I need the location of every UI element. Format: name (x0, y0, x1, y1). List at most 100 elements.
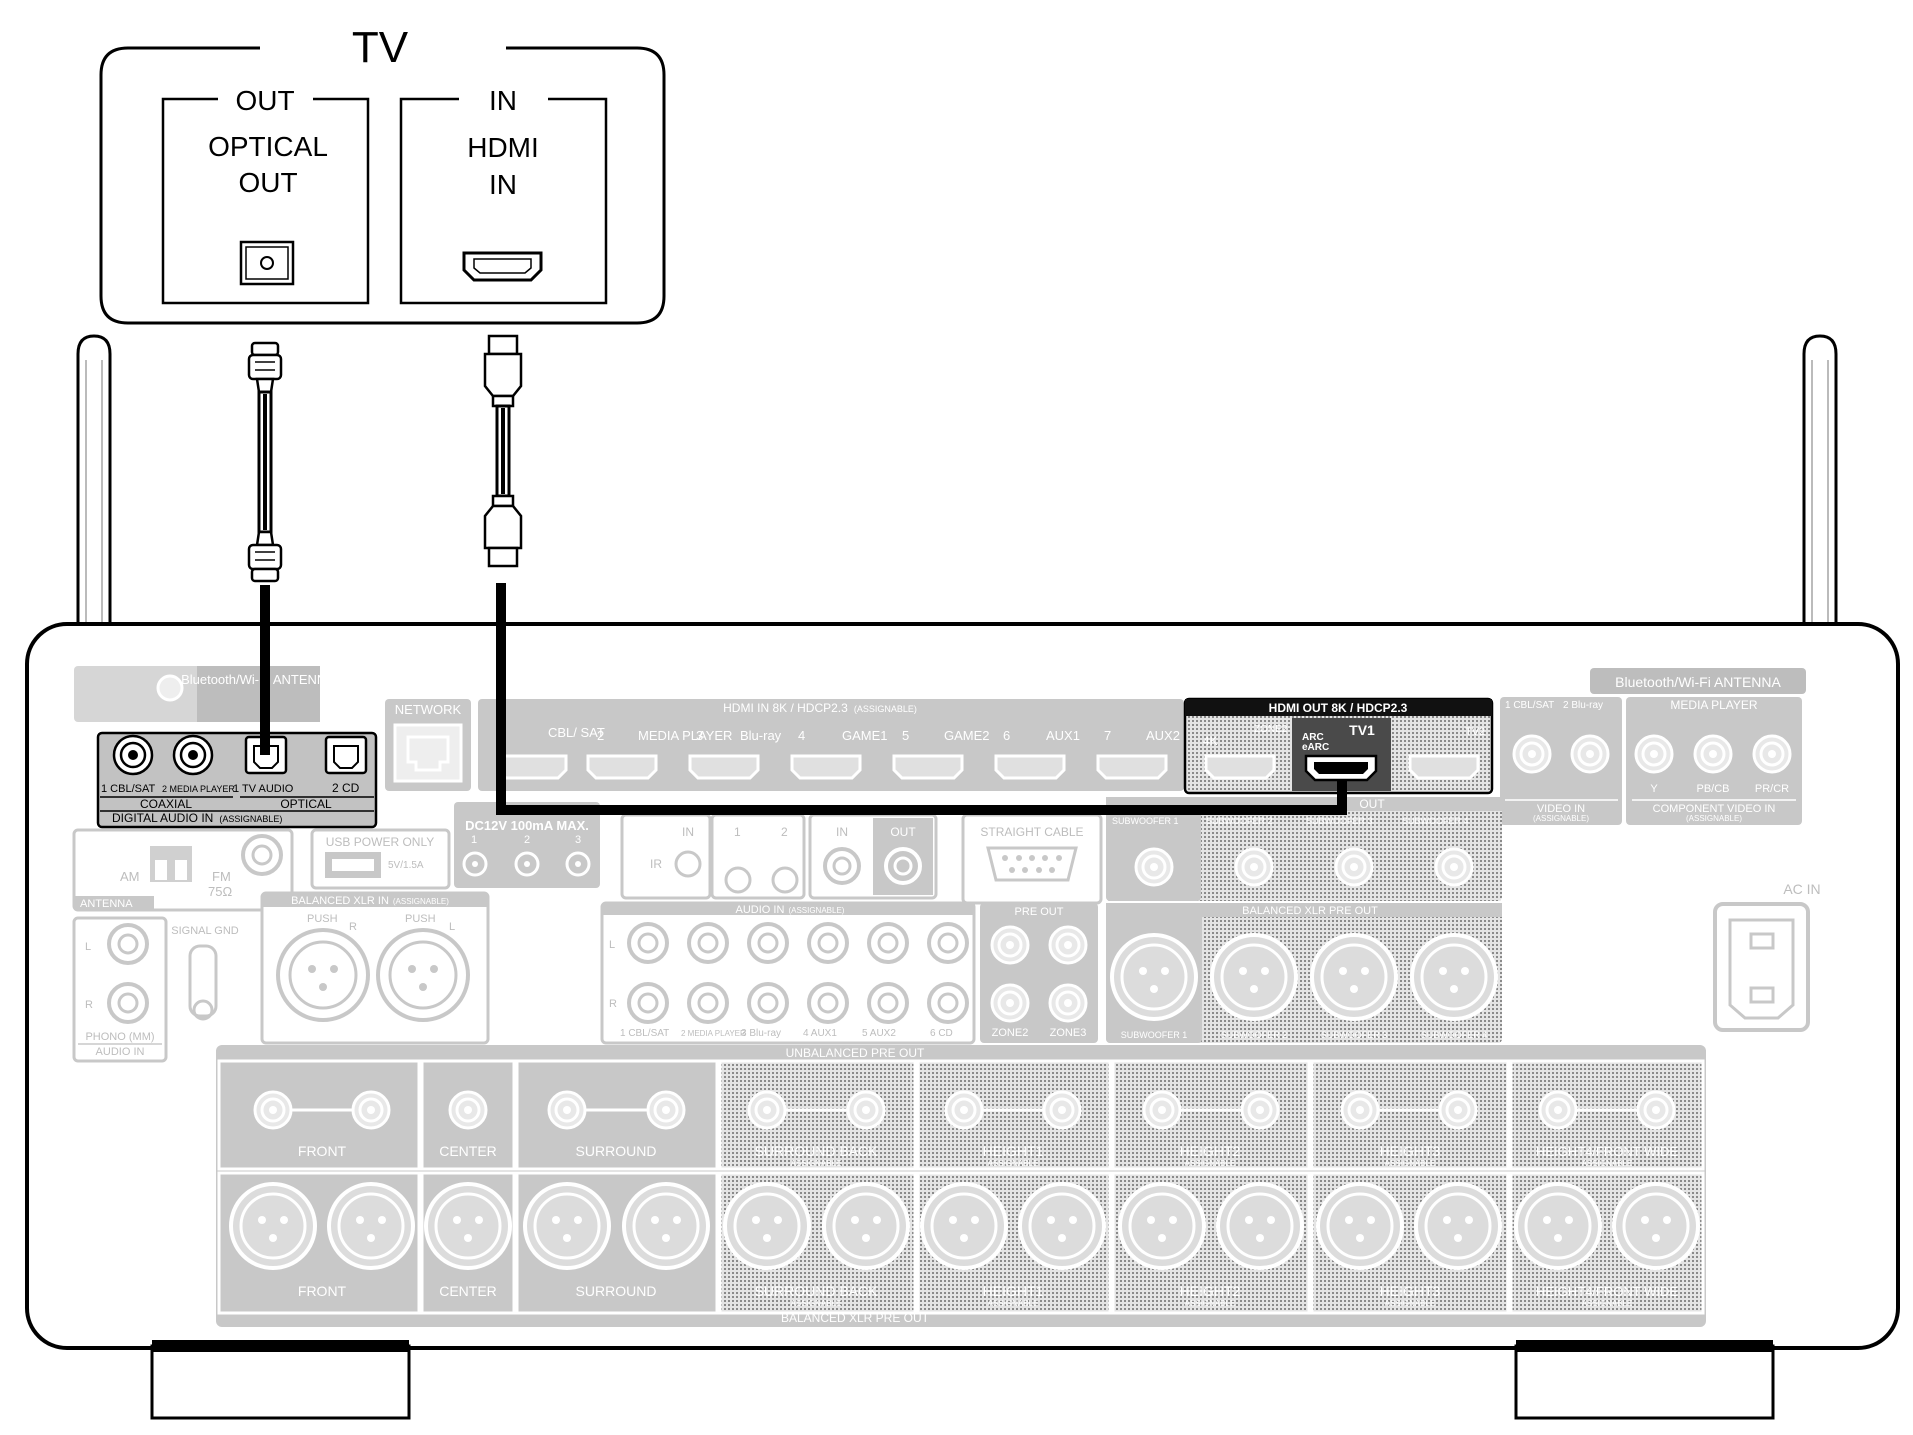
remote-out-jack[interactable] (884, 847, 922, 885)
fm-antenna-jack[interactable] (241, 834, 283, 876)
audio-in-6-r-jack[interactable] (927, 982, 969, 1024)
audio-in-6-l-jack[interactable] (927, 922, 969, 964)
coaxial-in-1-jack[interactable] (112, 734, 154, 776)
xlr-in-r-jack[interactable] (276, 928, 370, 1022)
tv-optical-out-port[interactable] (239, 240, 295, 286)
height2-r-rca-jack[interactable] (1142, 1090, 1182, 1130)
height3-r-rca-jack[interactable] (1340, 1090, 1380, 1130)
audio-in-2-r-jack[interactable] (687, 982, 729, 1024)
surround-l-xlr-jack[interactable] (622, 1182, 710, 1270)
height2-l-rca-jack[interactable] (1240, 1090, 1280, 1130)
tv-out-header: OUT (235, 85, 294, 116)
dc12v-jack-2[interactable] (514, 851, 540, 877)
audio-in-3-r-jack[interactable] (747, 982, 789, 1024)
xlr-subwoofer-1-jack[interactable] (1110, 933, 1198, 1021)
component-y-jack[interactable] (1634, 734, 1674, 774)
phono-r-jack[interactable] (107, 982, 149, 1024)
surround-r-xlr-jack[interactable] (523, 1182, 611, 1270)
usb-port[interactable] (325, 852, 381, 878)
height2-l-xlr-jack[interactable] (1216, 1182, 1304, 1270)
hdmi-in-5-port[interactable] (892, 754, 964, 780)
hdmi-in-1-cbl-sat-port[interactable] (496, 754, 568, 780)
ac-in-label: AC IN (1783, 881, 1820, 897)
height3-l-xlr-jack[interactable] (1414, 1182, 1502, 1270)
hdmi-in-2-port[interactable] (586, 754, 658, 780)
ac-inlet[interactable] (1713, 902, 1810, 1032)
height4-r-rca-jack[interactable] (1538, 1090, 1578, 1130)
hdmi-in-6-port[interactable] (994, 754, 1066, 780)
front-r-rca-jack[interactable] (253, 1090, 293, 1130)
hdmi-out-zone2-port[interactable] (1204, 754, 1276, 780)
audio-in-5-r-jack[interactable] (867, 982, 909, 1024)
audio-in-1-l-jack[interactable] (627, 922, 669, 964)
surround-back-r-rca-jack[interactable] (747, 1090, 787, 1130)
ir-jack-1[interactable] (724, 866, 752, 894)
zone3-r-jack[interactable] (1048, 983, 1088, 1023)
xlr-subwoofer-3-jack[interactable] (1310, 933, 1398, 1021)
hdmi-out-tv1-earc-port[interactable] (1304, 754, 1378, 782)
height4-l-xlr-jack[interactable] (1612, 1182, 1700, 1270)
subwoofer-4-jack[interactable] (1434, 847, 1474, 887)
audio-in-5-l-jack[interactable] (867, 922, 909, 964)
surround-r-rca-jack[interactable] (547, 1090, 587, 1130)
component-pr-jack[interactable] (1752, 734, 1792, 774)
coaxial-in-2-jack[interactable] (172, 734, 214, 776)
center-xlr-jack[interactable] (424, 1182, 512, 1270)
am-terminal[interactable] (150, 846, 192, 882)
height1-r-rca-jack[interactable] (944, 1090, 984, 1130)
phono-l-jack[interactable] (107, 923, 149, 965)
height1-r-xlr-jack[interactable] (920, 1182, 1008, 1270)
surround-back-l-rca-jack[interactable] (846, 1090, 886, 1130)
zone2-l-jack[interactable] (990, 925, 1030, 965)
hdmi-out-tv2-port[interactable] (1408, 754, 1480, 780)
tv-title: TV (352, 23, 409, 72)
video-in-2-jack[interactable] (1570, 734, 1610, 774)
height3-r-xlr-jack[interactable] (1316, 1182, 1404, 1270)
subwoofer-3-jack[interactable] (1334, 847, 1374, 887)
front-l-rca-jack[interactable] (351, 1090, 391, 1130)
front-r-xlr-jack[interactable] (229, 1182, 317, 1270)
xlr-in-l-jack[interactable] (376, 928, 470, 1022)
audio-in-3-l-jack[interactable] (747, 922, 789, 964)
dc12v-n2: 2 (524, 834, 530, 846)
balanced-xlr-sub-pre-out-group: BALANCED XLR PRE OUT SUBWOOFER 1 SUBWOOF… (1106, 903, 1502, 1043)
height3-l-rca-jack[interactable] (1438, 1090, 1478, 1130)
component-pr-label: PR/CR (1755, 783, 1789, 795)
surround-back-r-xlr-jack[interactable] (723, 1182, 811, 1270)
video-in-1-jack[interactable] (1512, 734, 1552, 774)
audio-in-1-r-jack[interactable] (627, 982, 669, 1024)
ir-jack-2[interactable] (771, 866, 799, 894)
xlr-subwoofer-2-jack[interactable] (1210, 933, 1298, 1021)
signal-gnd-terminal[interactable] (188, 944, 218, 1021)
hdmi-in-4-port[interactable] (790, 754, 862, 780)
surround-l-rca-jack[interactable] (646, 1090, 686, 1130)
dc12v-jack-3[interactable] (565, 851, 591, 877)
hdmi-in-7-port[interactable] (1096, 754, 1168, 780)
audio-in-4-l-jack[interactable] (807, 922, 849, 964)
remote-in-jack[interactable] (823, 847, 861, 885)
subwoofer-1-jack[interactable] (1134, 847, 1174, 887)
center-rca-jack[interactable] (448, 1090, 488, 1130)
ir-in-jack[interactable] (674, 850, 702, 878)
subwoofer-2-jack[interactable] (1234, 847, 1274, 887)
height2-r-xlr-jack[interactable] (1118, 1182, 1206, 1270)
tv-hdmi-in-port[interactable] (462, 251, 543, 282)
zone3-l-jack[interactable] (1048, 925, 1088, 965)
height1-l-xlr-jack[interactable] (1018, 1182, 1106, 1270)
xlr-subwoofer-4-jack[interactable] (1410, 933, 1498, 1021)
hdmi-in-3-port[interactable] (688, 754, 760, 780)
surround-back-l-xlr-jack[interactable] (822, 1182, 910, 1270)
rs232-port[interactable] (986, 846, 1078, 882)
tv-box: TV OUT OPTICAL OUT IN HDMI IN (99, 23, 666, 325)
dc12v-jack-1[interactable] (462, 851, 488, 877)
optical-in-2-cd-port[interactable] (324, 735, 368, 775)
height4-l-rca-jack[interactable] (1636, 1090, 1676, 1130)
audio-in-2-l-jack[interactable] (687, 922, 729, 964)
component-pb-jack[interactable] (1693, 734, 1733, 774)
height1-l-rca-jack[interactable] (1042, 1090, 1082, 1130)
zone2-r-jack[interactable] (990, 983, 1030, 1023)
ethernet-port[interactable] (393, 723, 463, 783)
audio-in-4-r-jack[interactable] (807, 982, 849, 1024)
height4-r-xlr-jack[interactable] (1514, 1182, 1602, 1270)
front-l-xlr-jack[interactable] (327, 1182, 415, 1270)
